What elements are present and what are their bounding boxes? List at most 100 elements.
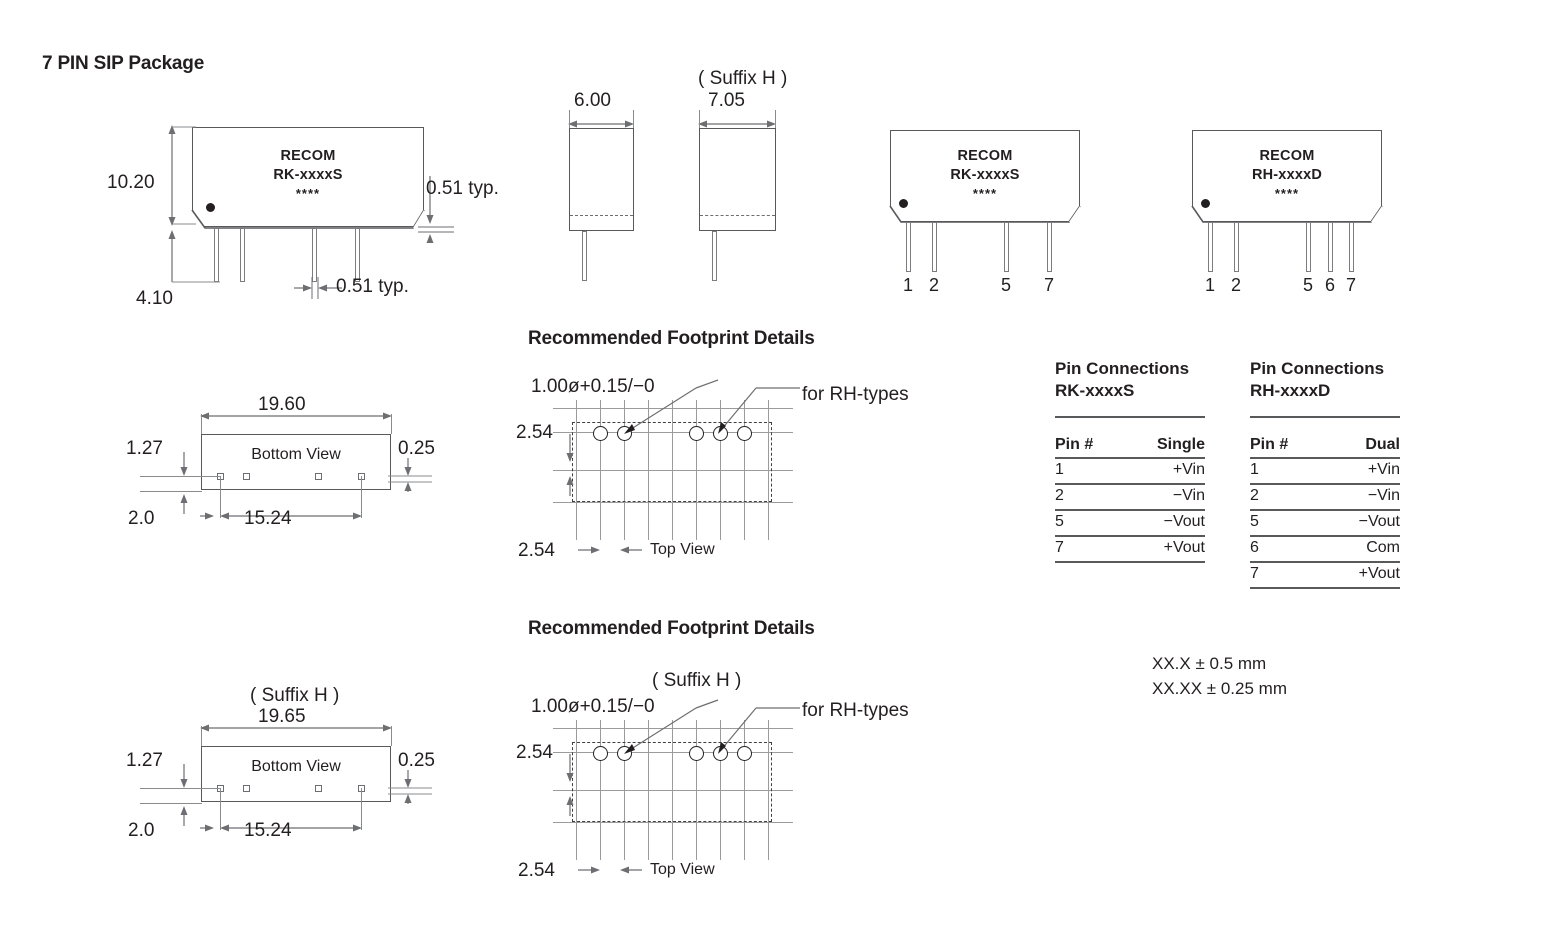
bottom-view-h-right-dim-arrow <box>388 770 432 804</box>
pin-table-rk-row-0-fn: +Vin <box>1172 461 1205 478</box>
bottom-view-right-dim-arrow <box>388 458 432 492</box>
package-rh-pin-5 <box>1306 222 1311 272</box>
side-view-ext-left <box>569 110 570 128</box>
body-chamfers <box>191 209 425 229</box>
pin-table-rk-rule-1 <box>1055 509 1205 511</box>
pin-table-rh-row-4-fn: +Vout <box>1358 565 1400 582</box>
package-rh-brand: RECOM <box>1259 148 1315 164</box>
package-rh-pinnum-7: 7 <box>1345 275 1356 295</box>
bottom-view-left-dim-label: 1.27 <box>126 438 163 459</box>
pin-table-rk-colhead-1: Pin # <box>1055 436 1094 453</box>
bottom-view-caption: Bottom View <box>251 446 341 463</box>
bottom-view-h-pitch-label: 15.24 <box>244 820 292 841</box>
pin-7 <box>355 228 360 282</box>
pin-table-rk-title-1: Pin Connections <box>1055 359 1190 378</box>
height-dimension-label: 10.20 <box>107 172 155 193</box>
bottom-view-h-caption: Bottom View <box>251 758 341 775</box>
pin-table-rk-rule-top <box>1055 416 1205 418</box>
pin-table-rh-title-2: RH-xxxxD <box>1250 381 1331 400</box>
footprint-view-caption: Top View <box>650 541 715 558</box>
pin-table-rk-rule-2 <box>1055 535 1205 537</box>
package-rk-pinnum-5: 5 <box>1000 275 1011 295</box>
side-view-body <box>569 128 634 231</box>
footprint-h-hole-callout: 1.00ø+0.15/−0 <box>531 696 655 717</box>
pin-width-dimension-arrow <box>294 277 342 299</box>
package-body <box>192 127 424 227</box>
front-view-drawing: RECOM RK-xxxxS **** 10.20 4.10 0.51 typ. <box>107 110 499 310</box>
package-rk-pin-7 <box>1047 222 1052 272</box>
side-view-width-arrow <box>568 120 634 128</box>
pin-width-dimension-label: 0.51 typ. <box>336 276 409 297</box>
pin-table-rh-row-2-fn: −Vout <box>1358 513 1400 530</box>
pin-table-rk-row-2-fn: −Vout <box>1163 513 1205 530</box>
side-view-suffix-label: ( Suffix H ) <box>698 68 788 89</box>
bottom-view-pad-5 <box>315 473 322 480</box>
pin-table-rk-title-2: RK-xxxxS <box>1055 381 1135 400</box>
package-rh-pin-2 <box>1234 222 1239 272</box>
package-rh-chamfers <box>1191 205 1383 223</box>
package-rk-pin-1 <box>906 222 911 272</box>
side-view-h-width-arrow <box>698 120 776 128</box>
package-rk-brand: RECOM <box>957 148 1013 164</box>
bottom-view-h-ext-right <box>391 726 392 746</box>
side-view-h-body <box>699 128 776 231</box>
pin-table-rk-rule-head <box>1055 457 1205 459</box>
pin-table-rk-row-3-fn: +Vout <box>1163 539 1205 556</box>
footprint-h-outline <box>572 742 772 822</box>
page-title: 7 PIN SIP Package <box>42 53 205 74</box>
bottom-view-h-pad-centerline-left <box>140 788 220 789</box>
bottom-view-body <box>201 434 391 490</box>
pin-table-rk-row-1-pin: 2 <box>1055 487 1064 504</box>
bottom-view-h-pitch-arrow <box>200 824 362 832</box>
bottom-view-h-baseline-left <box>140 803 202 804</box>
footprint-h-leaders <box>624 699 800 754</box>
side-view-dashed-line <box>570 215 633 216</box>
bottom-view-ext-left <box>201 414 202 434</box>
bottom-view-pitch-ext-right <box>361 476 362 518</box>
package-rh-pin-6 <box>1328 222 1333 272</box>
bottom-view-right-dim-label: 0.25 <box>398 438 435 459</box>
footprint-h-suffix-label: ( Suffix H ) <box>652 670 742 691</box>
bottom-view-h-left-dim-arrow <box>180 764 188 788</box>
footprint-standard: Recommended Footprint Details 1.00ø+0.15… <box>516 328 928 578</box>
tolerance-line-2: XX.XX ± 0.25 mm <box>1152 678 1287 698</box>
pin-table-rk-colhead-2: Single <box>1156 436 1205 453</box>
footprint-h-hole-7 <box>737 746 752 761</box>
bottom-view-h-width-arrow <box>200 724 392 732</box>
package-rk-stars: **** <box>972 186 998 201</box>
bottom-view-h-pitch-ext-right <box>361 788 362 830</box>
pin-table-rh-rule-2 <box>1250 535 1400 537</box>
bottom-view-width-arrow <box>200 412 392 420</box>
bottom-view-h-left-dim-label: 1.27 <box>126 750 163 771</box>
pin-table-rh-row-2-pin: 5 <box>1250 513 1259 530</box>
pin-table-rh-rule-top <box>1250 416 1400 418</box>
footprint-h-vertical-dim-arrow <box>566 754 574 816</box>
footprint-hole-7 <box>737 426 752 441</box>
side-view-standard: 6.00 <box>560 90 680 281</box>
footprint-h-grid <box>528 720 828 860</box>
package-rh-stars: **** <box>1274 186 1300 201</box>
pin-table-rh-row-1-fn: −Vin <box>1367 487 1400 504</box>
package-rh-polarity-dot <box>1201 199 1210 208</box>
footprint-title: Recommended Footprint Details <box>528 328 815 349</box>
bottom-view-pad-2 <box>243 473 250 480</box>
package-view-rk: RECOM RK-xxxxS **** 1 2 5 7 <box>880 125 1120 300</box>
side-view-pin <box>582 231 587 281</box>
pin-table-rk-row-0-pin: 1 <box>1055 461 1064 478</box>
footprint-grid <box>528 400 828 540</box>
package-rk-pinnum-7: 7 <box>1043 275 1054 295</box>
side-view-h-ext-right <box>775 110 776 128</box>
package-rh-pinnum-2: 2 <box>1230 275 1241 295</box>
bottom-view-pitch-arrow <box>200 512 362 520</box>
height-dimension-arrow <box>168 125 196 226</box>
side-view-h-ext-left <box>699 110 700 128</box>
pin-5 <box>312 228 317 282</box>
package-rh-body <box>1192 130 1382 222</box>
bottom-view-left-dim-arrow <box>180 452 188 476</box>
pin-table-rh-row-0-fn: +Vin <box>1367 461 1400 478</box>
package-rk-pinnum-1: 1 <box>902 275 913 295</box>
package-rk-polarity-dot <box>899 199 908 208</box>
pin-table-rk-rule-3 <box>1055 561 1205 563</box>
package-rh-pinnum-5: 5 <box>1302 275 1313 295</box>
pin-1 <box>214 228 219 282</box>
